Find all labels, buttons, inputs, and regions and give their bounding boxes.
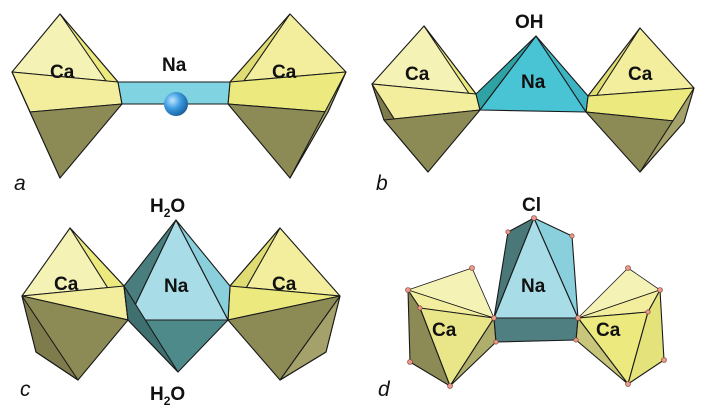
label-d-na: Na bbox=[521, 276, 546, 297]
panel-b: OH Ca Na Ca b bbox=[371, 12, 695, 195]
ca-polyhedron-left bbox=[21, 227, 129, 381]
label-d-ca-right: Ca bbox=[596, 320, 621, 341]
ca-polyhedron-right bbox=[585, 27, 695, 173]
na-polyhedron bbox=[493, 217, 579, 343]
vertex-markers bbox=[405, 215, 667, 389]
panel-tag-d: d bbox=[378, 378, 391, 401]
na-atom-sphere bbox=[164, 92, 188, 116]
label-c-h2o-top: H2O bbox=[150, 196, 185, 220]
ca-polyhedron-left bbox=[371, 25, 481, 173]
panel-d: Cl Ca Na Ca d bbox=[378, 195, 667, 401]
na-polyhedron bbox=[123, 219, 231, 373]
label-c-ca-right: Ca bbox=[272, 274, 297, 295]
panel-tag-b: b bbox=[376, 172, 388, 195]
ca-polyhedron-right bbox=[227, 227, 341, 381]
label-b-ca-left: Ca bbox=[405, 64, 430, 85]
panel-c: H2O Ca Na Ca H2O c bbox=[20, 196, 341, 408]
na-polyhedron bbox=[475, 35, 589, 113]
panel-a: Ca Na Ca a bbox=[11, 13, 347, 195]
ca-polyhedron-left bbox=[406, 267, 497, 387]
label-a-ca-left: Ca bbox=[50, 62, 75, 83]
label-a-ca-right: Ca bbox=[272, 62, 297, 83]
panel-tag-a: a bbox=[14, 172, 26, 195]
label-c-h2o-bottom: H2O bbox=[150, 384, 185, 408]
label-b-oh: OH bbox=[515, 12, 544, 33]
label-a-na: Na bbox=[162, 55, 187, 76]
label-d-ca-left: Ca bbox=[432, 320, 457, 341]
label-b-na: Na bbox=[521, 72, 546, 93]
label-c-na: Na bbox=[164, 276, 189, 297]
label-d-cl: Cl bbox=[522, 195, 541, 216]
ca-polyhedron-right bbox=[575, 267, 665, 385]
ca-polyhedron-left bbox=[11, 13, 123, 179]
label-c-ca-left: Ca bbox=[54, 274, 79, 295]
panel-tag-c: c bbox=[20, 378, 31, 401]
ca-polyhedron-right bbox=[227, 13, 347, 179]
label-b-ca-right: Ca bbox=[628, 64, 653, 85]
